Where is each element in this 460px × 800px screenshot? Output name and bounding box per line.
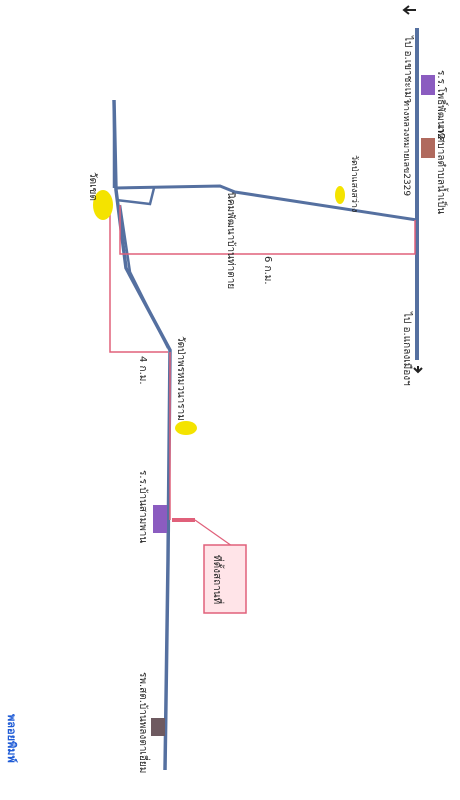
label-to-bottom: ไป อ.แกลงเมืองฯ [401, 311, 413, 386]
arrow-down-icon [413, 366, 423, 374]
connector-road [115, 184, 418, 222]
school-marker-purple [421, 75, 435, 95]
destination-box [203, 544, 247, 614]
branch-road [115, 187, 156, 206]
label-highway: ทางหลวงหมายเลข2329 [401, 100, 411, 196]
route-line-6km [119, 205, 416, 255]
arrow-up-icon [402, 5, 416, 15]
temple-marker-mid [175, 421, 197, 435]
label-school-mid: ร.ร.บ้านสามพาน [137, 470, 149, 543]
school-marker-mid [153, 505, 167, 533]
label-4km: 4 ก.ม. [137, 356, 148, 385]
branch-road-2 [118, 204, 170, 349]
label-wat-sangsawang: วัดป่าแสงสว่าง [349, 155, 359, 212]
label-hospital: รพ.สต.บ้านพลงตาเอี่ยม [137, 672, 151, 773]
label-6km: 6 ก.ม. [262, 256, 273, 285]
label-khlong: นิคมพัฒนาบ้านท่าตาย [225, 192, 237, 289]
destination-leader [194, 519, 233, 547]
municipality-marker [421, 138, 435, 158]
temple-marker-top [335, 186, 345, 204]
temple-marker-left [93, 190, 113, 220]
label-destination: ที่ตั้งสถานที่ [211, 555, 225, 604]
label-author: พลอยพิมพ์ [5, 714, 18, 763]
label-school-top: ร.ร.โพธิ์พัฒนา2 [435, 70, 449, 140]
label-wat-thaet: วัดเขต [87, 172, 98, 201]
route-line-4km [109, 200, 168, 353]
label-wat-south: วัดป่าพรหมวนาราม [175, 336, 186, 421]
label-municipality: เทศบาลตำบลน้ำเป็น [435, 126, 449, 214]
hospital-marker [151, 718, 165, 736]
label-to-top: ไป อ.เขาชะเมา [402, 35, 414, 103]
